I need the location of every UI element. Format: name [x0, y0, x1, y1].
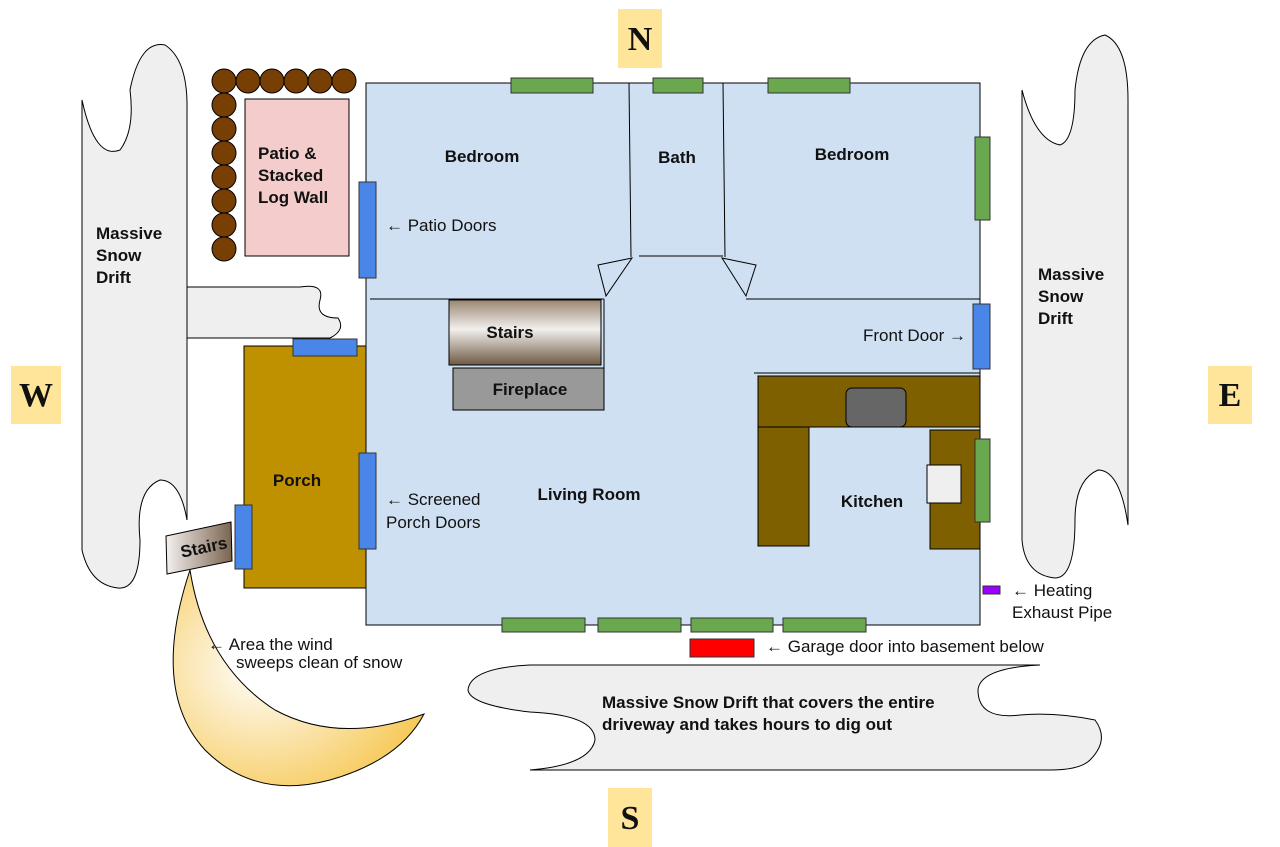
- log: [211, 164, 237, 190]
- log: [211, 236, 237, 262]
- garage-door: [689, 638, 755, 658]
- west-drift-label-2: Snow: [96, 246, 142, 265]
- kitchen-window-overlay: [974, 438, 991, 523]
- window: [767, 77, 851, 94]
- compass-east: E: [1219, 377, 1242, 414]
- south-drift-label-2: driveway and takes hours to dig out: [602, 715, 892, 734]
- bedroom-west-label: Bedroom: [445, 147, 520, 166]
- log: [235, 68, 261, 94]
- patio-label-line2: Stacked: [258, 166, 323, 185]
- east-drift-label-2: Snow: [1038, 287, 1084, 306]
- compass-north: N: [628, 21, 653, 58]
- bath-door-left: [597, 257, 634, 298]
- log: [307, 68, 333, 94]
- heating-exhaust-label-2: Exhaust Pipe: [1012, 603, 1112, 622]
- window: [510, 77, 594, 94]
- log: [211, 92, 237, 118]
- log: [211, 212, 237, 238]
- east-snow-drift: [1021, 34, 1129, 579]
- compass-east-bg: [1208, 366, 1252, 424]
- bath-label: Bath: [658, 148, 696, 167]
- bedroom-east-label: Bedroom: [815, 145, 890, 164]
- log: [211, 140, 237, 166]
- log: [211, 116, 237, 142]
- window: [501, 617, 586, 633]
- compass-south-bg: [608, 788, 652, 847]
- exterior-stairs: [165, 521, 233, 575]
- patio-label-line3: Log Wall: [258, 188, 328, 207]
- west-snow-drift: [81, 44, 188, 589]
- east-drift-label-1: Massive: [1038, 265, 1104, 284]
- window: [652, 77, 704, 94]
- window: [782, 617, 867, 633]
- patio-label-line1: Patio &: [258, 144, 317, 163]
- porch-label: Porch: [273, 471, 321, 490]
- stacked-log-wall: [211, 68, 357, 262]
- window: [597, 617, 682, 633]
- patio-door: [358, 181, 377, 279]
- log: [259, 68, 285, 94]
- kitchen-sink: [845, 387, 907, 428]
- wind-area-label-2: sweeps clean of snow: [236, 653, 403, 672]
- west-drift-label-3: Drift: [96, 268, 131, 287]
- compass-south: S: [621, 800, 640, 837]
- south-snow-drift: [467, 664, 1102, 771]
- bath-door-right: [720, 257, 757, 298]
- window: [690, 617, 774, 633]
- wind-swept-area: [172, 569, 426, 787]
- kitchen-stove: [926, 464, 962, 504]
- compass-north-bg: [618, 9, 662, 68]
- heating-exhaust-pipe: [982, 585, 1001, 595]
- living-room-label: Living Room: [538, 485, 641, 504]
- porch-side-door-overlay: [234, 504, 253, 570]
- porch: [243, 345, 367, 589]
- patio: [244, 98, 350, 257]
- front-door: [972, 303, 991, 370]
- compass-west: W: [19, 377, 53, 414]
- kitchen-label: Kitchen: [841, 492, 903, 511]
- interior-stairs: [448, 299, 602, 366]
- garage-door-label: ← Garage door into basement below: [766, 637, 1045, 656]
- log: [331, 68, 357, 94]
- porch-top-door-overlay: [292, 338, 358, 357]
- fireplace-label: Fireplace: [493, 380, 568, 399]
- screened-porch-door-overlay: [358, 452, 377, 550]
- east-drift-label-3: Drift: [1038, 309, 1073, 328]
- compass-west-bg: [11, 366, 61, 424]
- screened-porch-doors-label-1: ← Screened: [386, 490, 481, 509]
- interior-stairs-label: Stairs: [486, 323, 533, 342]
- heating-exhaust-label-1: ← Heating: [1012, 581, 1092, 600]
- south-drift-label-1: Massive Snow Drift that covers the entir…: [602, 693, 935, 712]
- front-door-label: Front Door →: [863, 326, 966, 345]
- fireplace: [452, 367, 605, 411]
- counter-left: [757, 426, 810, 547]
- window: [974, 136, 991, 221]
- interior-walls: [370, 82, 980, 374]
- walkway: [186, 285, 342, 339]
- wind-area-label-1: ← Area the wind: [208, 635, 333, 654]
- patio-doors-label: ← Patio Doors: [386, 216, 497, 235]
- log: [211, 188, 237, 214]
- log: [211, 68, 237, 94]
- log: [283, 68, 309, 94]
- screened-porch-doors-label-2: Porch Doors: [386, 513, 480, 532]
- west-drift-label-1: Massive: [96, 224, 162, 243]
